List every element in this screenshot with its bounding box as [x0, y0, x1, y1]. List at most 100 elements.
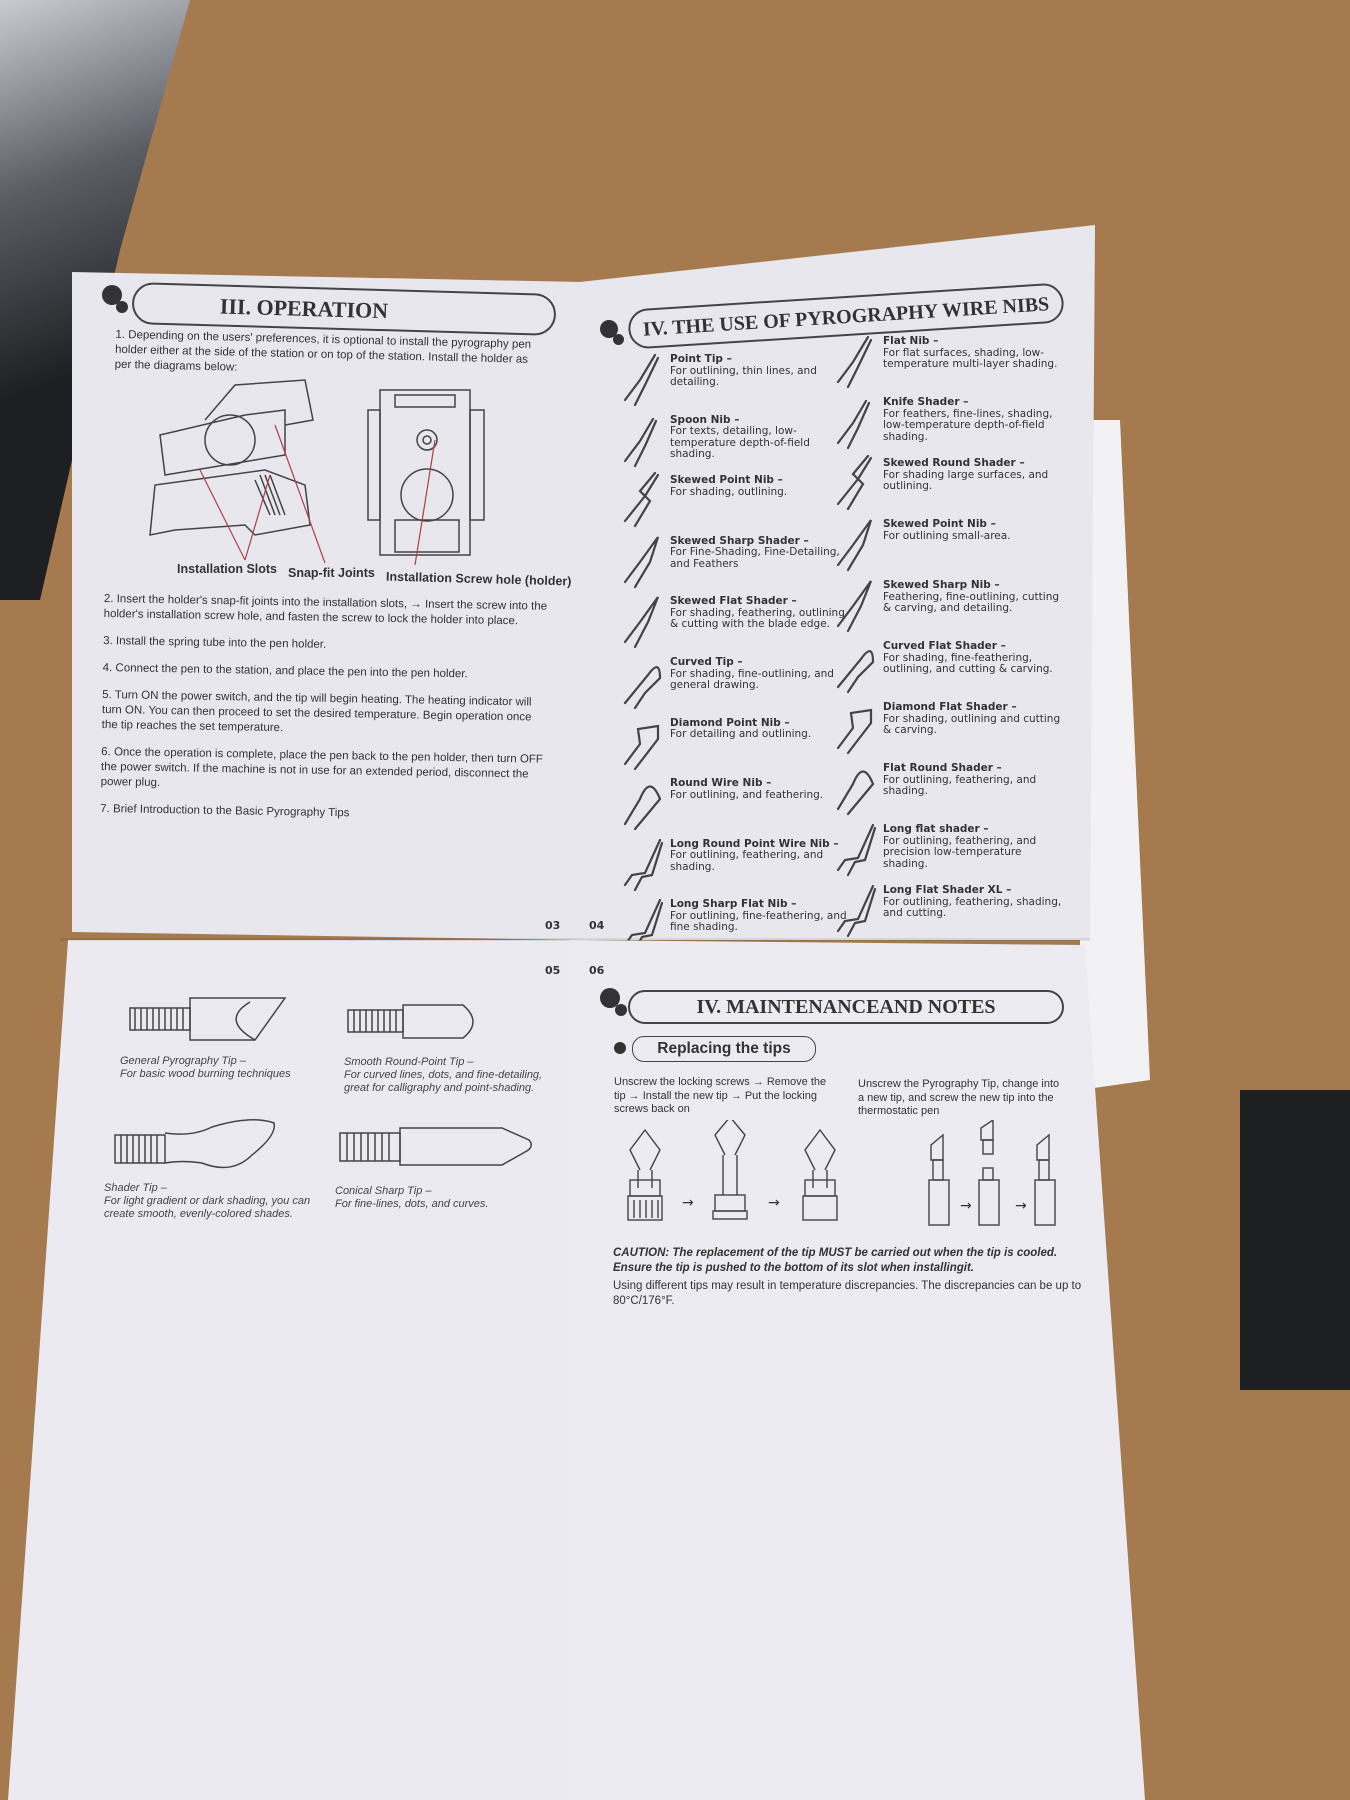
wire-nib-item: Long Flat Shader XL –For outlining, feat…	[833, 881, 1073, 941]
arrow-icon: →	[768, 1195, 780, 1211]
tip-conical: Conical Sharp Tip –For fine-lines, dots,…	[335, 1185, 535, 1211]
nib-name: Flat Round Shader –	[883, 762, 1002, 774]
nib-name: Long Flat Shader XL –	[883, 884, 1012, 896]
nib-name: Flat Nib –	[883, 335, 939, 347]
nib-name: Skewed Point Nib –	[670, 474, 783, 487]
instruction-locking-screws: Unscrew the locking screws → Remove the …	[614, 1076, 827, 1115]
tip-desc: For curved lines, dots, and fine-detaili…	[344, 1069, 543, 1094]
nib-desc: For shading, outlining.	[670, 485, 788, 498]
nib-desc: For outlining, feathering, shading, and …	[883, 895, 1062, 919]
nib-name: Skewed Flat Shader –	[670, 595, 797, 608]
nib-name: Curved Tip –	[670, 656, 743, 668]
nib-name: Long Sharp Flat Nib –	[670, 898, 797, 911]
wire-nib-icon	[836, 580, 873, 633]
wire-nib-icon	[836, 335, 873, 389]
wire-nib-item: Long flat shader –For outlining, feather…	[833, 820, 1073, 880]
page-04	[580, 225, 1095, 940]
background-object	[1240, 1090, 1350, 1390]
tip-desc: For fine-lines, dots, and curves.	[335, 1198, 489, 1210]
page-number: 05	[545, 964, 561, 977]
arrow-icon: →	[960, 1198, 972, 1214]
wire-nib-icon	[836, 650, 875, 694]
wire-nib-item: Curved Tip –For shading, fine-outlining,…	[620, 653, 860, 713]
wire-nib-icon	[836, 884, 877, 938]
nib-desc: For shading, fine-feathering, outlining,…	[883, 651, 1053, 675]
section-title-maintenance: IV. MAINTENANCEAND NOTES	[628, 990, 1064, 1024]
nib-desc: For texts, detailing, low-temperature de…	[670, 425, 810, 461]
tip-name: Shader Tip –	[104, 1182, 167, 1194]
wire-nib-icon	[623, 724, 660, 770]
step-3: 3. Install the spring tube into the pen …	[103, 634, 327, 651]
subtitle-replacing-tips: Replacing the tips	[632, 1036, 816, 1062]
caution-text: CAUTION: The replacement of the tip MUST…	[613, 1247, 1058, 1274]
conical-sharp-tip-drawing	[339, 1127, 532, 1166]
wire-nib-item: Skewed Flat Shader –For shading, feather…	[620, 592, 860, 652]
page-06	[570, 940, 1145, 1800]
page-05	[8, 940, 578, 1800]
nib-name: Knife Shader –	[883, 396, 969, 408]
tip-shader: Shader Tip –For light gradient or dark s…	[104, 1182, 314, 1221]
wire-nib-item: Knife Shader –For feathers, fine-lines, …	[833, 393, 1073, 453]
page-number: 06	[589, 964, 605, 977]
tip-desc: For light gradient or dark shading, you …	[104, 1195, 311, 1220]
round-point-tip-drawing	[347, 1004, 474, 1039]
page-number: 04	[589, 919, 605, 932]
wire-nib-icon	[836, 770, 875, 816]
nib-name: Diamond Point Nib –	[670, 716, 790, 729]
operation-steps: 2. Insert the holder's snap-fit joints i…	[100, 592, 549, 837]
wire-nib-item: Flat Round Shader –For outlining, feathe…	[833, 759, 1073, 819]
wire-nib-item: Skewed Sharp Nib –Feathering, fine-outli…	[833, 576, 1073, 636]
wire-nib-item: Flat Nib –For flat surfaces, shading, lo…	[833, 332, 1073, 392]
wire-nib-icon	[623, 472, 660, 528]
nib-name: Skewed Point Nib –	[883, 518, 996, 530]
wire-nib-icon	[623, 666, 662, 710]
maintenance-notes: CAUTION: The replacement of the tip MUST…	[613, 1246, 1083, 1312]
holder-installation-diagram	[149, 379, 485, 565]
nib-desc: For outlining, feathering, and shading.	[883, 773, 1037, 797]
wire-nib-icon	[623, 536, 660, 588]
tip-general: General Pyrography Tip –For basic wood b…	[120, 1055, 320, 1081]
wire-nib-icon	[623, 596, 660, 649]
wire-nib-icon	[836, 708, 873, 755]
general-tip-drawing	[129, 997, 287, 1041]
wire-nib-item: Diamond Flat Shader –For shading, outlin…	[833, 698, 1073, 758]
nib-name: Long Round Point Wire Nib –	[670, 837, 839, 850]
nib-name: Long flat shader –	[883, 823, 989, 835]
step-5: 5. Turn ON the power switch, and the tip…	[101, 688, 532, 735]
wire-nib-icon	[836, 454, 873, 511]
nib-desc: For outlining small-area.	[883, 529, 1011, 542]
wire-nib-icon	[623, 353, 660, 407]
tip-desc: For basic wood burning techniques	[120, 1068, 291, 1080]
page-03	[72, 272, 584, 940]
nib-name: Skewed Sharp Nib –	[883, 579, 1000, 591]
step-6: 6. Once the operation is complete, place…	[100, 745, 543, 790]
nib-name: Point Tip –	[670, 353, 732, 365]
instruction-pyrography-tip: Unscrew the Pyrography Tip, change into …	[858, 1078, 1060, 1117]
tip-name: Smooth Round-Point Tip –	[344, 1056, 474, 1068]
nib-name: Curved Flat Shader –	[883, 640, 1006, 652]
tip-name: General Pyrography Tip –	[120, 1055, 246, 1067]
nib-desc: For feathers, fine-lines, shading, low-t…	[883, 407, 1053, 443]
nib-desc: For shading, fine-outlining, and general…	[670, 667, 834, 691]
wire-nib-icon	[623, 417, 658, 467]
nib-desc: For outlining, fine-feathering, and fine…	[670, 909, 847, 934]
nib-desc: For outlining, thin lines, and detailing…	[670, 364, 817, 388]
fold-line	[60, 938, 1090, 941]
nib-desc: For outlining, feathering, and shading.	[670, 849, 824, 873]
wire-nib-item: Skewed Point Nib –For shading, outlining…	[620, 471, 860, 531]
tip-name: Conical Sharp Tip –	[335, 1185, 432, 1197]
wire-nib-replacement-diagram	[627, 1120, 838, 1221]
nib-desc: For outlining, feathering, and precision…	[883, 834, 1037, 870]
wire-nib-item: Diamond Point Nib –For detailing and out…	[620, 714, 860, 774]
pen-tip-replacement-diagram	[928, 1120, 1056, 1226]
wire-nib-icon	[836, 399, 871, 450]
nib-desc: For shading large surfaces, and outlinin…	[883, 468, 1049, 492]
wire-nib-item: Spoon Nib –For texts, detailing, low-tem…	[620, 411, 860, 471]
nib-name: Spoon Nib –	[670, 413, 740, 426]
label-snap-fit-joints: Snap-fit Joints	[288, 566, 375, 580]
nib-desc: For shading, feathering, outlining & cut…	[670, 606, 845, 631]
wire-nib-item: Curved Flat Shader –For shading, fine-fe…	[833, 637, 1073, 697]
nib-name: Skewed Round Shader –	[883, 457, 1025, 469]
wire-nib-item: Long Round Point Wire Nib –For outlining…	[620, 835, 860, 895]
nib-desc: For shading, outlining and cutting & car…	[883, 712, 1061, 736]
